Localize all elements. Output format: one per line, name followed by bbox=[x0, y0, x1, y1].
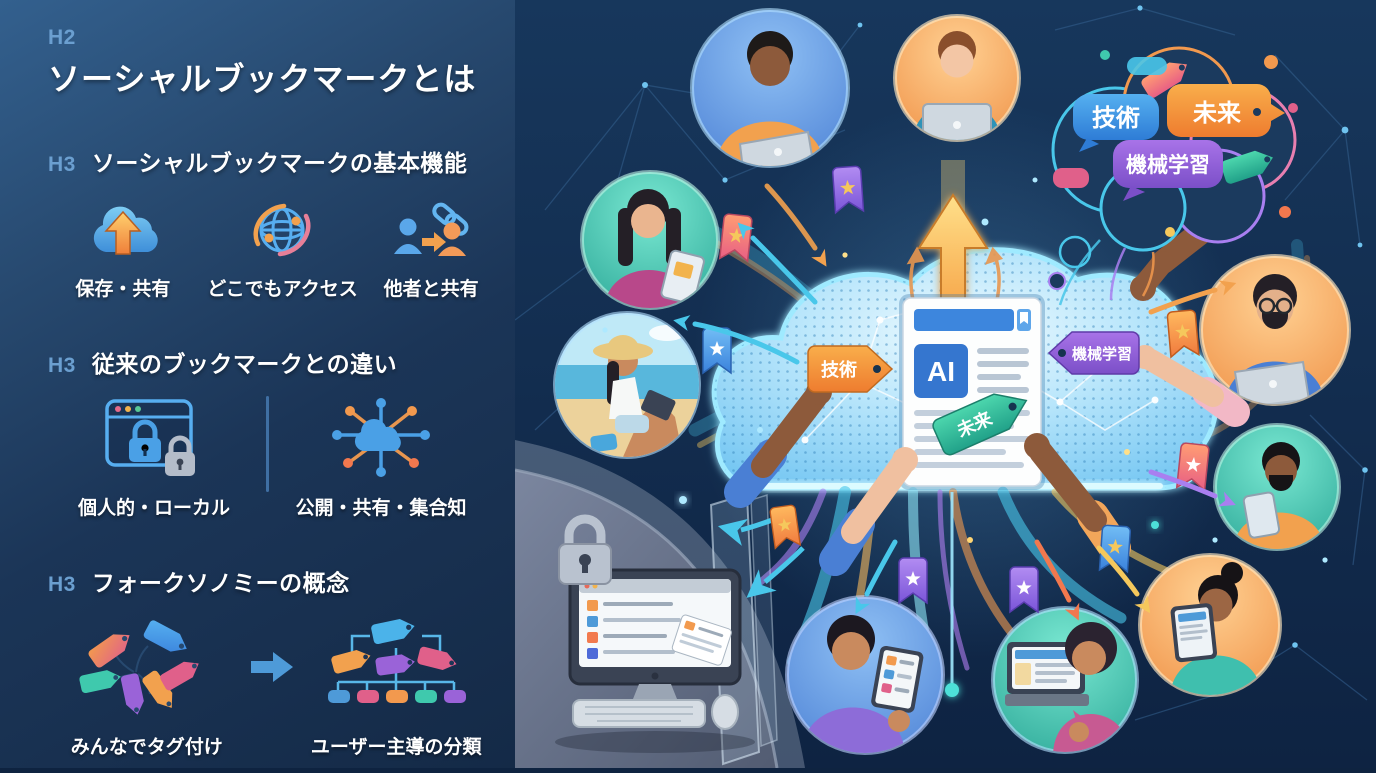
avatar-man-laptop-2 bbox=[893, 14, 1021, 142]
tags-cluster-icon bbox=[79, 620, 199, 715]
desktop-monitor bbox=[568, 568, 742, 730]
avatar-man-purple-tablet bbox=[785, 595, 945, 755]
upload-arrow bbox=[906, 160, 1004, 331]
h3-tag: H3 bbox=[48, 354, 76, 377]
feature-label: 個人的・ローカル bbox=[77, 498, 230, 519]
bookmark-list bbox=[587, 600, 681, 659]
hand-doc-bottom bbox=[819, 447, 918, 576]
sparkles bbox=[602, 177, 1328, 563]
feature-save-share: 保存・共有 bbox=[48, 194, 198, 301]
thought-bubble-tech: 技術 bbox=[1073, 94, 1159, 152]
feature-label: 公開・共有・集合知 bbox=[295, 498, 467, 519]
h3-tag: H3 bbox=[48, 573, 76, 596]
svg-text:機械学習: 機械学習 bbox=[1126, 153, 1210, 177]
tag-hierarchy-icon bbox=[328, 618, 467, 703]
feature-label: 他者と共有 bbox=[383, 279, 479, 300]
feature-label: みんなでタグ付け bbox=[70, 737, 223, 758]
svg-text:未来: 未来 bbox=[1193, 99, 1242, 127]
mouse bbox=[711, 694, 739, 730]
cloud-upload-icon bbox=[93, 206, 158, 255]
tag-tech: 技術 bbox=[807, 345, 894, 393]
flow-arrow-icon bbox=[246, 651, 298, 682]
thought-bubble-future: 未来 bbox=[1167, 84, 1285, 137]
section-divider bbox=[266, 396, 269, 492]
flow-arrows bbox=[671, 183, 1239, 624]
thought-bubble-small bbox=[1053, 168, 1089, 188]
feature-access-anywhere: どこでもアクセス bbox=[198, 194, 368, 301]
laptop-screen bbox=[1005, 642, 1089, 706]
beam-node bbox=[945, 683, 959, 697]
svg-text:技術: 技術 bbox=[821, 359, 857, 380]
left-panel: H2 ソーシャルブックマークとは H3 ソーシャルブックマークの基本機能 bbox=[0, 0, 515, 768]
privacy-lock-icon bbox=[558, 514, 612, 585]
feature-user-driven: ユーザー主導の分類 bbox=[297, 614, 495, 759]
cloud-network-icon bbox=[332, 398, 430, 477]
h2-tag: H2 bbox=[48, 26, 76, 49]
thought-bubble-ml: 機械学習 bbox=[1113, 140, 1223, 201]
svg-text:機械学習: 機械学習 bbox=[1072, 345, 1132, 363]
thought-tag-decor bbox=[1221, 150, 1273, 184]
section-folksonomy: H3 フォークソノミーの概念 bbox=[48, 564, 495, 759]
feature-personal-local: 個人的・ローカル bbox=[48, 395, 260, 520]
browser-lock-icon bbox=[105, 399, 195, 476]
section-basic-functions: H3 ソーシャルブックマークの基本機能 保存・共有 bbox=[48, 144, 495, 301]
section-difference: H3 従来のブックマークとの違い 個人的 bbox=[48, 345, 495, 520]
hands bbox=[724, 214, 1250, 576]
tag-thought-cloud: 技術 未来 機械学習 bbox=[1048, 46, 1298, 306]
floating-card bbox=[671, 614, 732, 666]
h2-block: H2 ソーシャルブックマークとは bbox=[48, 26, 495, 100]
ai-label: AI bbox=[927, 356, 955, 387]
ai-document: AI bbox=[899, 294, 1045, 490]
feature-everyone-tags: みんなでタグ付け bbox=[48, 614, 246, 759]
section-title: ソーシャルブックマークの基本機能 bbox=[91, 150, 468, 176]
svg-text:技術: 技術 bbox=[1092, 104, 1140, 132]
avatar-woman-tablet bbox=[580, 170, 720, 310]
feature-share-others: 他者と共有 bbox=[367, 194, 495, 301]
avatar-man-glasses-laptop bbox=[1199, 254, 1351, 406]
avatar-man-tablet bbox=[1213, 423, 1341, 551]
section-title: 従来のブックマークとの違い bbox=[91, 351, 398, 377]
feature-label: どこでもアクセス bbox=[207, 279, 358, 300]
section-title: フォークソノミーの概念 bbox=[91, 570, 350, 596]
illustration-panel: AI bbox=[514, 0, 1376, 769]
avatar-woman-bun-tablet bbox=[1138, 553, 1282, 697]
tag-ml: 機械学習 bbox=[1047, 331, 1140, 375]
doc-tags: 技術 機械学習 未来 bbox=[807, 331, 1140, 456]
h3-tag: H3 bbox=[48, 153, 76, 176]
page-title: ソーシャルブックマークとは bbox=[48, 61, 477, 97]
tag-future: 未来 bbox=[932, 393, 1028, 456]
social-bookmark-illustration: AI bbox=[514, 0, 1376, 769]
avatar-woman-laptop bbox=[991, 606, 1139, 754]
feature-public-shared: 公開・共有・集合知 bbox=[275, 395, 487, 520]
people-share-icon bbox=[394, 202, 469, 256]
globe-access-icon bbox=[254, 203, 311, 257]
local-computer-zone bbox=[514, 440, 805, 769]
avatar-man-laptop-1 bbox=[690, 8, 850, 168]
feature-label: ユーザー主導の分類 bbox=[310, 737, 482, 758]
thought-tag-decor bbox=[1141, 62, 1187, 98]
feature-label: 保存・共有 bbox=[75, 279, 171, 300]
avatar-beach-woman bbox=[553, 311, 701, 459]
